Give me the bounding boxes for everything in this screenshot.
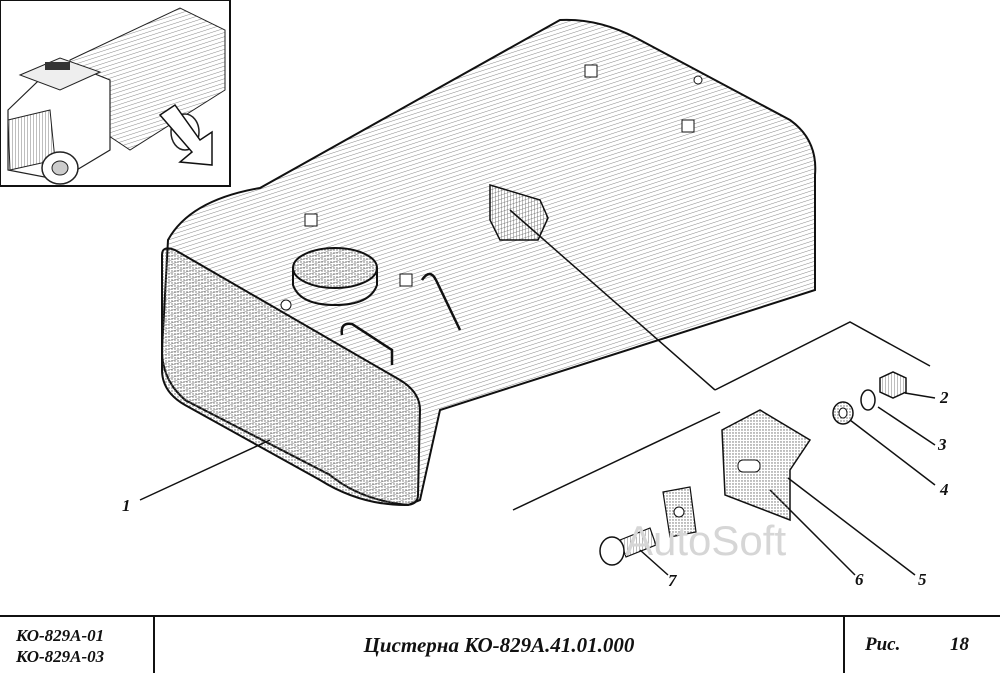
washer-icon [832, 389, 876, 425]
figure-label: Рис. [865, 634, 901, 655]
callout-6: 6 [855, 570, 864, 589]
exploded-diagram: AutoSoft 1 2 3 4 5 6 7 [0, 0, 949, 590]
tank-icon [160, 18, 817, 507]
plate-icon [662, 486, 697, 538]
bracket-icon [721, 409, 812, 522]
watermark: AutoSoft [625, 517, 786, 564]
leader-lines [139, 209, 936, 576]
callout-4: 4 [939, 480, 949, 499]
model-code: КО-829А-01 [16, 626, 105, 645]
truck-inset-icon [0, 0, 231, 187]
figure-number: 18 [950, 634, 969, 655]
callout-2: 2 [939, 388, 949, 407]
model-cell: КО-829А-01 КО-829А-03 [0, 617, 155, 673]
drawing-title: Цистерна КО-829А.41.01.000 [155, 617, 845, 673]
bolt-icon [599, 527, 657, 566]
title-block: КО-829А-01 КО-829А-03 Цистерна КО-829А.4… [0, 615, 1000, 673]
direction-arrow-icon [158, 103, 213, 166]
figure-cell: Рис. 18 [845, 617, 1000, 673]
callout-1: 1 [122, 496, 131, 515]
callout-7: 7 [668, 571, 678, 590]
nut-icon [879, 371, 907, 399]
callout-5: 5 [918, 570, 927, 589]
model-code: КО-829А-03 [16, 647, 105, 666]
callout-3: 3 [937, 435, 947, 454]
